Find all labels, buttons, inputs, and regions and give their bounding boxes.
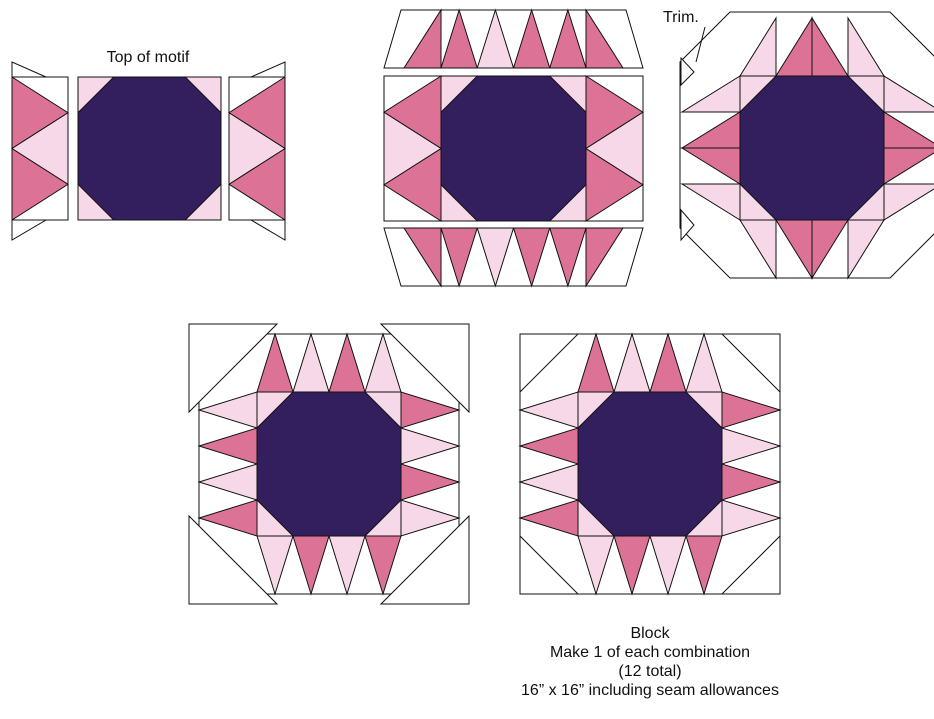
- left-cap-top: [11, 61, 47, 78]
- point-2-2: [613, 535, 651, 596]
- star-point-0-0: [739, 16, 777, 77]
- corner-triangle-br: [379, 514, 470, 605]
- corner-triangle-bl: [188, 514, 279, 605]
- top-strip-tri-2: [512, 8, 551, 69]
- star-point-3-2: [680, 111, 741, 149]
- right-cap-top: [250, 61, 286, 78]
- step-1-center-and-side-units: [11, 61, 286, 241]
- top-strip-end-left: [403, 8, 442, 69]
- point-2-0: [685, 535, 723, 596]
- point-1-2: [721, 463, 782, 501]
- star-point-2-3: [739, 219, 777, 280]
- block-caption: Block Make 1 of each combination (12 tot…: [520, 624, 780, 700]
- point-0-3: [685, 332, 723, 393]
- left-strip-light: [11, 111, 69, 186]
- star-point-3-3: [680, 75, 741, 113]
- point-0-1: [292, 332, 330, 393]
- point-1-3: [400, 499, 461, 537]
- star-point-2-2: [775, 219, 813, 280]
- trim-scrap-bottom: [680, 208, 695, 242]
- star-point-0-2: [811, 16, 849, 77]
- point-2-1: [649, 535, 687, 596]
- point-0-3: [364, 332, 402, 393]
- point-1-0: [721, 391, 782, 429]
- right-strip-light: [585, 111, 644, 186]
- step-3-trimmed-octagon: [679, 11, 934, 280]
- point-1-0: [400, 391, 461, 429]
- point-3-2: [197, 427, 258, 465]
- caption-total: (12 total): [618, 663, 682, 680]
- point-0-0: [577, 332, 615, 393]
- top-of-motif-label: Top of motif: [107, 49, 190, 66]
- point-3-0: [518, 499, 579, 537]
- corner-triangle-tr: [379, 323, 470, 414]
- point-1-1: [721, 427, 782, 465]
- star-point-1-0: [883, 75, 934, 113]
- point-3-2: [518, 427, 579, 465]
- bottom-strip-end-right: [585, 227, 624, 288]
- point-1-2: [400, 463, 461, 501]
- trim-pointer-line: [695, 26, 706, 63]
- top-strip-end-right: [585, 8, 624, 69]
- point-1-3: [721, 499, 782, 537]
- bottom-strip-tri-3: [549, 227, 587, 288]
- bottom-strip-tri-2: [512, 227, 551, 288]
- step-4-add-corner-triangles: [188, 323, 470, 605]
- point-2-2: [292, 535, 330, 596]
- caption-title: Block: [630, 625, 670, 642]
- center-octagon: [440, 75, 587, 222]
- star-point-3-0: [680, 183, 741, 221]
- step-5-finished-block: [518, 332, 782, 596]
- point-2-3: [256, 535, 294, 596]
- point-3-3: [518, 391, 579, 429]
- right-strip-light: [228, 111, 286, 186]
- point-0-0: [256, 332, 294, 393]
- bottom-strip-tri-1: [476, 227, 515, 288]
- point-0-1: [613, 332, 651, 393]
- top-strip-tri-3: [549, 8, 587, 69]
- trim-label: Trim.: [663, 9, 699, 26]
- top-strip-tri-1: [476, 8, 515, 69]
- left-cap-bottom: [11, 219, 48, 241]
- left-strip-light: [383, 111, 442, 186]
- point-1-1: [400, 427, 461, 465]
- step-2-add-top-bottom-units: [383, 8, 644, 288]
- point-3-1: [518, 463, 579, 501]
- point-3-0: [197, 499, 258, 537]
- center-octagon: [256, 391, 402, 537]
- caption-instruction: Make 1 of each combination: [549, 644, 751, 661]
- bottom-strip-end-left: [403, 227, 442, 288]
- point-0-2: [649, 332, 687, 393]
- top-strip-tri-0: [440, 8, 478, 69]
- bottom-strip-tri-0: [440, 227, 478, 288]
- center-octagon: [739, 75, 885, 221]
- point-2-0: [364, 535, 402, 596]
- point-3-3: [197, 391, 258, 429]
- point-3-1: [197, 463, 258, 501]
- star-point-1-3: [883, 183, 934, 221]
- right-cap-bottom: [249, 219, 286, 241]
- center-octagon: [77, 76, 222, 221]
- star-point-0-3: [847, 16, 885, 77]
- point-2-1: [328, 535, 366, 596]
- center-octagon: [577, 391, 723, 537]
- star-point-1-2: [883, 147, 934, 185]
- point-0-2: [328, 332, 366, 393]
- star-point-2-0: [847, 219, 885, 280]
- trim-scrap-top: [680, 56, 695, 87]
- corner-triangle-tl: [188, 323, 279, 414]
- point-2-3: [577, 535, 615, 596]
- caption-size: 16” x 16” including seam allowances: [521, 682, 779, 699]
